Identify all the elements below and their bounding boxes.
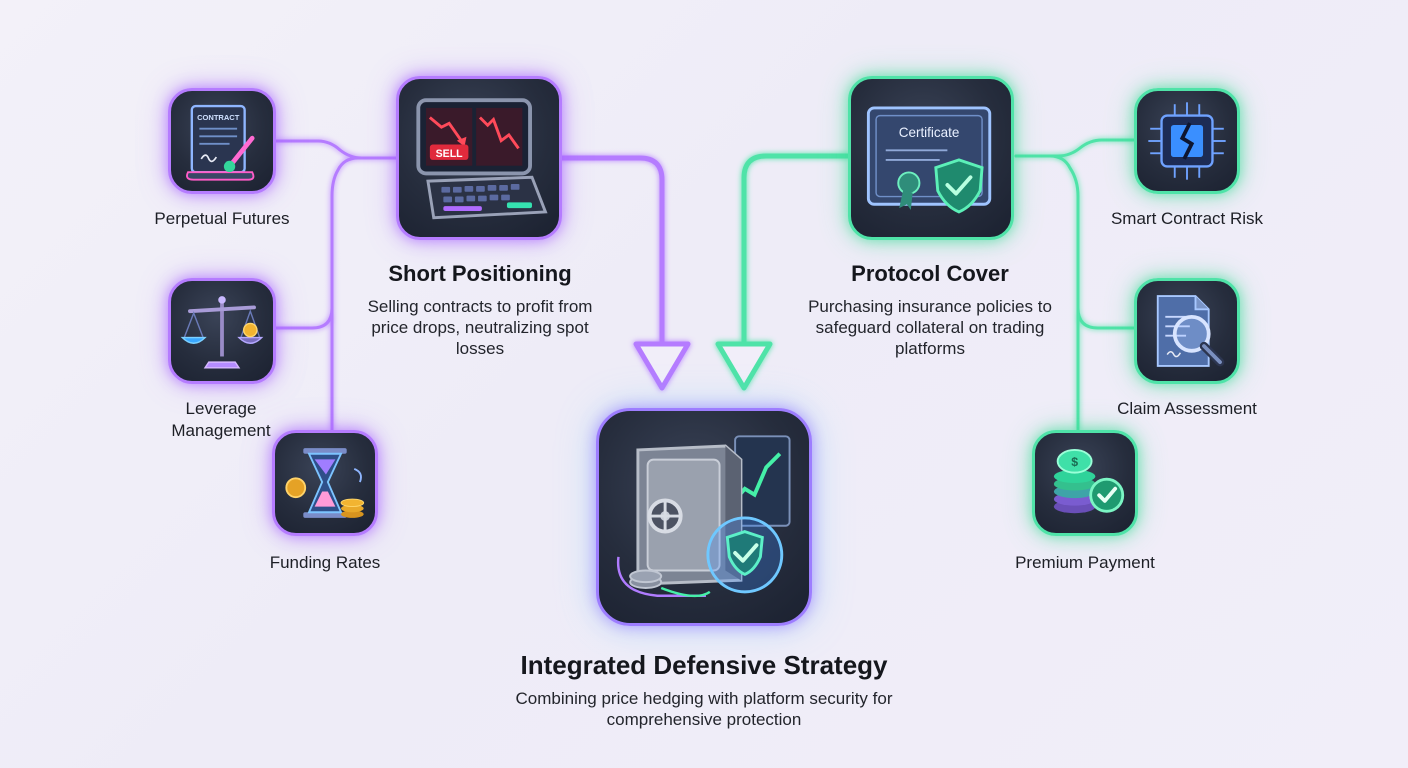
desc-protocol-cover: Purchasing insurance policies to safegua… (808, 297, 1052, 358)
coin-stack-icon: $ (1053, 449, 1125, 514)
label-premium-payment: Premium Payment (1015, 553, 1155, 572)
tile-leverage-management[interactable] (168, 278, 276, 384)
desc-short-positioning: Selling contracts to profit from price d… (367, 297, 593, 358)
connector-trunk-right (1014, 154, 1136, 330)
connector-cover-to-center (741, 153, 851, 355)
tile-perpetual-futures[interactable]: CONTRACT (168, 88, 276, 194)
svg-text:$: $ (1071, 455, 1078, 469)
sell-tile-text: SELL (436, 148, 464, 160)
vault-icon (616, 435, 791, 598)
tile-smart-contract-risk[interactable] (1134, 88, 1240, 194)
label-funding-rates: Funding Rates (269, 553, 381, 572)
connector-trunk-left (274, 156, 400, 330)
hourglass-icon (285, 448, 365, 518)
connector-short-to-center (559, 155, 665, 355)
magnifier-document-icon (1156, 295, 1225, 367)
connector-smart (1014, 138, 1136, 158)
title-protocol-cover: Protocol Cover (851, 261, 1009, 286)
tile-claim-assessment[interactable] (1134, 278, 1240, 384)
arrow-green (715, 341, 773, 391)
tile-integrated-defensive-strategy[interactable] (596, 408, 812, 626)
title-integrated-defensive-strategy: Integrated Defensive Strategy (520, 650, 888, 680)
label-perpetual-futures: Perpetual Futures (154, 209, 290, 228)
title-short-positioning: Short Positioning (388, 261, 572, 286)
tile-short-positioning[interactable]: SELL (396, 76, 562, 240)
certificate-tile-text: Certificate (899, 125, 960, 140)
connector-perpetual (274, 139, 400, 160)
contract-icon: CONTRACT (186, 104, 255, 181)
sell-monitor-icon: SELL (416, 98, 548, 220)
tile-premium-payment[interactable]: $ (1032, 430, 1138, 536)
contract-tile-text: CONTRACT (197, 113, 240, 122)
label-smart-contract-risk: Smart Contract Risk (1110, 209, 1264, 228)
label-claim-assessment: Claim Assessment (1117, 399, 1257, 418)
desc-integrated-defensive-strategy: Combining price hedging with platform se… (515, 689, 893, 729)
tile-funding-rates[interactable] (272, 430, 378, 536)
tile-protocol-cover[interactable]: Certificate (848, 76, 1014, 240)
certificate-icon: Certificate (866, 106, 992, 214)
label-leverage-management: Leverage Management (171, 399, 271, 440)
chip-icon (1148, 102, 1226, 180)
arrow-purple (633, 341, 691, 391)
scales-icon (180, 296, 264, 369)
